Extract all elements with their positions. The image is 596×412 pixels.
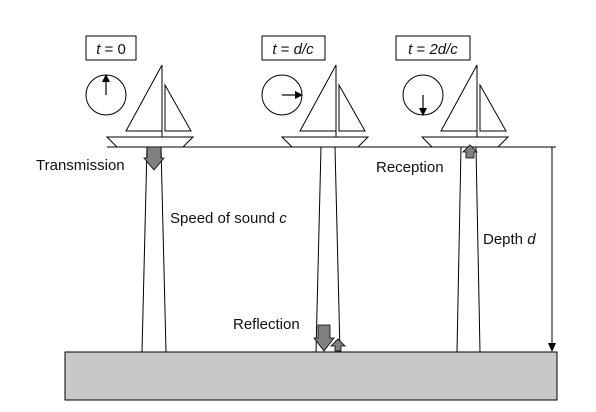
transmission-arrow-icon bbox=[143, 146, 165, 171]
clock-icon-2 bbox=[261, 74, 303, 116]
clock-1-value: 0 bbox=[117, 41, 125, 58]
boat-1 bbox=[105, 64, 195, 148]
svg-text:t = 2d/c: t = 2d/c bbox=[408, 41, 458, 58]
reflection-label: Reflection bbox=[233, 316, 300, 333]
depth-arrow bbox=[548, 147, 556, 352]
reception-label: Reception bbox=[376, 159, 444, 176]
boat-2 bbox=[280, 64, 370, 148]
beam-transmission bbox=[141, 146, 167, 353]
reflection-down-arrow-icon bbox=[313, 324, 335, 352]
clock-1-t: t bbox=[96, 41, 101, 58]
clock-label-3: t = 2d/c bbox=[395, 35, 471, 61]
beam-reception bbox=[456, 146, 481, 353]
clock-icon-1 bbox=[85, 74, 127, 116]
seabed bbox=[64, 351, 558, 401]
svg-text:t = 0: t = 0 bbox=[96, 41, 126, 58]
clock-label-2: t = d/c bbox=[261, 35, 326, 61]
clock-2-value: d/c bbox=[294, 41, 315, 58]
depth-label: Depth d bbox=[483, 231, 536, 248]
svg-text:t = d/c: t = d/c bbox=[272, 41, 314, 58]
reflection-up-arrow-icon bbox=[330, 338, 346, 352]
speed-of-sound-label: Speed of sound c bbox=[170, 210, 287, 227]
transmission-label: Transmission bbox=[36, 157, 125, 174]
clock-3-value: 2d/c bbox=[428, 41, 458, 58]
clock-label-1: t = 0 bbox=[85, 35, 137, 61]
boat-3 bbox=[420, 64, 510, 148]
reception-arrow-icon bbox=[462, 144, 478, 159]
clock-icon-3 bbox=[402, 74, 444, 116]
beam-reflection bbox=[315, 146, 341, 353]
